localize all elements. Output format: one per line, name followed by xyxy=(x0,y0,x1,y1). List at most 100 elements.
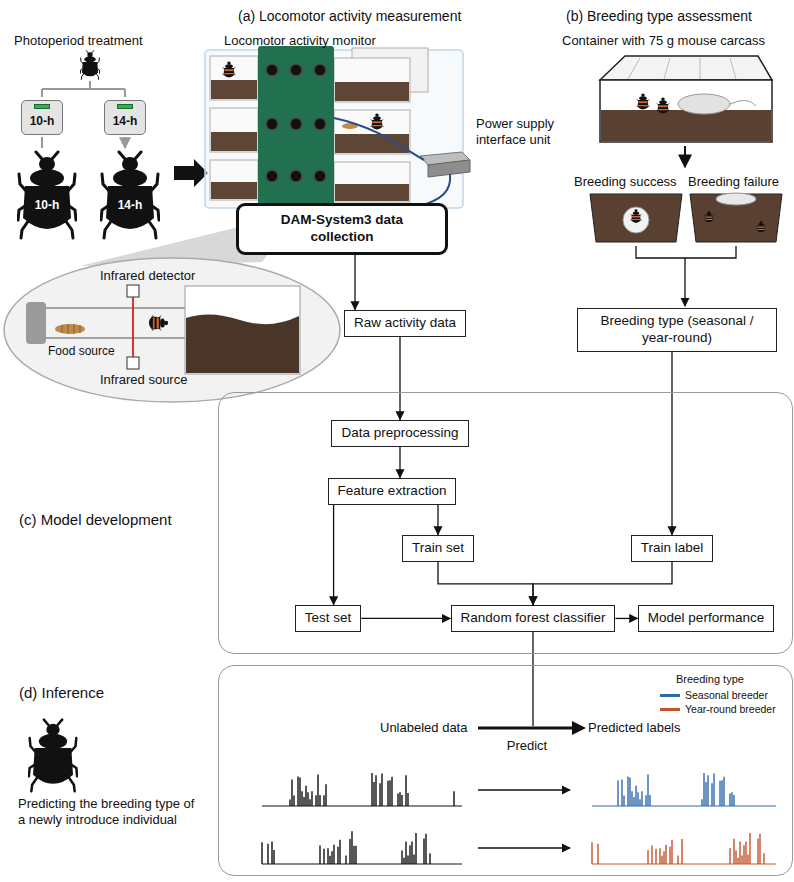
photoperiod-chamber: 14-h xyxy=(104,100,147,135)
inference-drawing xyxy=(731,792,732,806)
breeding-container xyxy=(601,110,771,141)
data-box: Train set xyxy=(402,535,474,562)
connector-arrow xyxy=(399,447,400,478)
inference-drawing xyxy=(649,795,650,806)
connector-arrow xyxy=(438,562,533,605)
zoom-callout xyxy=(46,308,185,338)
inference-drawing xyxy=(271,841,272,864)
inference-drawing xyxy=(453,791,454,806)
zoom-callout xyxy=(55,324,85,334)
photoperiod-tree xyxy=(42,137,125,148)
outcome-label: Breeding failure xyxy=(688,174,779,190)
activity-monitor xyxy=(210,48,428,202)
inference-drawing xyxy=(331,851,332,864)
part-name: Infrared detector xyxy=(98,268,197,284)
inference-drawing xyxy=(262,773,776,864)
activity-monitor xyxy=(266,64,278,76)
legend-row: Seasonal breeder xyxy=(660,688,776,702)
legend-title: Breeding type xyxy=(676,673,744,686)
inference-drawing xyxy=(721,780,722,806)
annotation: Locomotor activity monitor xyxy=(224,33,376,49)
inference-drawing xyxy=(635,786,636,806)
breeding-container xyxy=(757,221,766,232)
inference-drawing xyxy=(671,840,672,864)
inference-drawing xyxy=(381,773,382,806)
beetle-silhouette xyxy=(18,152,159,238)
breeding-container xyxy=(636,246,736,258)
activity-monitor xyxy=(223,62,235,78)
inference-drawing xyxy=(665,845,666,864)
activity-monitor xyxy=(335,82,409,101)
inference-drawing xyxy=(729,848,730,864)
legend: Seasonal breederYear-round breeder xyxy=(660,688,776,716)
connector-arrow xyxy=(615,618,637,619)
inference-drawing xyxy=(413,854,414,864)
activity-monitor xyxy=(314,118,326,130)
inference-drawing xyxy=(405,842,406,864)
box-label: Train label xyxy=(641,540,704,557)
inference-drawing xyxy=(729,794,730,806)
inference-drawing xyxy=(741,855,742,864)
inference-drawing xyxy=(659,848,660,864)
inference-drawing xyxy=(623,795,624,806)
treatment-tag: 10-h xyxy=(35,198,60,212)
inference-drawing xyxy=(621,780,622,806)
breeding-container xyxy=(600,80,772,142)
annotation: Predicted labels xyxy=(588,720,681,736)
zoom-callout xyxy=(132,297,134,357)
activity-monitor xyxy=(211,182,257,199)
activity-monitor xyxy=(210,56,258,100)
inference-drawing xyxy=(701,799,702,806)
activity-monitor xyxy=(205,46,470,208)
inference-drawing xyxy=(325,784,326,806)
connector-arrow xyxy=(354,255,355,310)
computer-monitor: DAM-System3 data collection xyxy=(236,203,448,255)
zoom-callout xyxy=(62,324,80,334)
inference-drawing xyxy=(631,791,632,806)
arrow-label: Predict xyxy=(507,738,547,754)
inference-drawing xyxy=(478,727,572,730)
activity-monitor xyxy=(314,170,326,182)
data-box: Test set xyxy=(295,605,362,632)
inference-drawing xyxy=(305,786,306,806)
activity-monitor xyxy=(420,174,450,206)
inference-drawing xyxy=(273,850,274,864)
inference-drawing xyxy=(293,795,294,806)
flow-arrow xyxy=(174,159,208,187)
activity-monitor xyxy=(334,118,424,160)
inference-drawing xyxy=(311,791,312,806)
box-label: Raw activity data xyxy=(354,315,456,332)
activity-monitor xyxy=(258,46,334,206)
inference-drawing xyxy=(329,856,330,864)
inference-drawing xyxy=(303,797,304,806)
inference-drawing xyxy=(745,842,746,864)
activity-monitor xyxy=(334,58,410,102)
inference-drawing xyxy=(705,782,706,806)
box-label: Random forest classifier xyxy=(461,610,606,627)
inference-drawing xyxy=(677,855,678,864)
inference-drawing xyxy=(723,777,724,806)
activity-monitor xyxy=(371,114,383,130)
data-box: Train label xyxy=(631,535,714,562)
inference-drawing xyxy=(423,838,424,864)
breeding-container xyxy=(590,194,682,242)
data-box: Raw activity data xyxy=(344,310,466,337)
inference-drawing xyxy=(592,806,776,807)
inference-drawing xyxy=(262,864,462,865)
activity-monitor xyxy=(210,160,258,200)
inference-drawing xyxy=(261,842,262,864)
inference-drawing xyxy=(743,845,744,864)
photoperiod-chamber: 10-h xyxy=(21,100,64,135)
inference-drawing xyxy=(337,847,338,864)
inference-drawing xyxy=(627,776,628,806)
activity-monitor xyxy=(335,184,409,201)
inference-drawing xyxy=(379,783,380,806)
inference-drawing xyxy=(633,797,634,806)
inference-drawing xyxy=(317,774,318,806)
breeding-container xyxy=(637,94,649,110)
inference-drawing xyxy=(262,806,462,807)
inference-drawing xyxy=(299,778,300,806)
inference-drawing xyxy=(681,839,682,864)
inference-drawing xyxy=(763,853,764,864)
activity-monitor xyxy=(290,64,302,76)
